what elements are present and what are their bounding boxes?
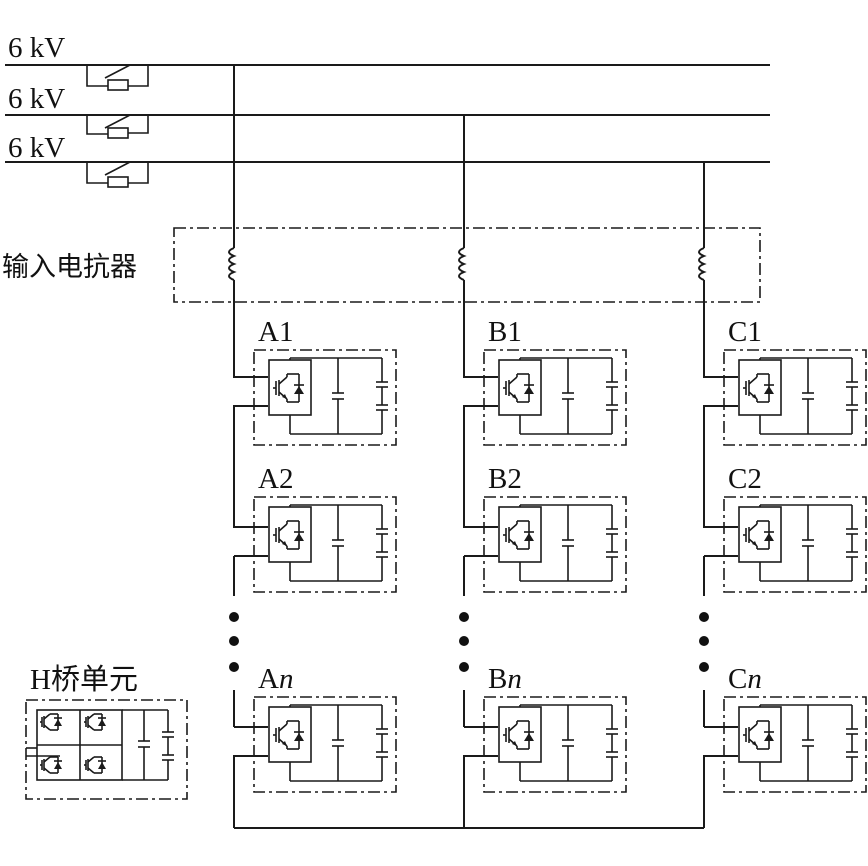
continuation-dots-a	[229, 612, 239, 672]
cell-label-cn: Cn	[728, 663, 762, 695]
cell-label-c1: C1	[728, 316, 762, 348]
input-reactor-box	[173, 227, 761, 303]
continuation-dots-b	[459, 612, 469, 672]
reactor-inductor-c	[698, 247, 707, 281]
cell-cn	[723, 696, 867, 793]
hbridge-legend-label: H桥单元	[30, 663, 138, 696]
bus-label-1: 6 kV	[8, 32, 65, 64]
cell-bn	[483, 696, 627, 793]
cell-b1	[483, 349, 627, 446]
cell-label-b1: B1	[488, 316, 522, 348]
cell-label-a2: A2	[258, 463, 293, 495]
bus-label-2: 6 kV	[8, 83, 65, 115]
reactor-inductor-a	[228, 247, 237, 281]
cell-label-a1: A1	[258, 316, 293, 348]
precharge-switch-1	[86, 64, 149, 91]
precharge-switch-3	[86, 161, 149, 188]
cell-c1	[723, 349, 867, 446]
cell-label-bn: Bn	[488, 663, 522, 695]
cell-label-an: An	[258, 663, 293, 695]
phase-a-chain	[233, 280, 268, 828]
input-reactor-label: 输入电抗器	[2, 252, 137, 283]
cell-a2	[253, 496, 397, 593]
cell-a1	[253, 349, 397, 446]
cell-c2	[723, 496, 867, 593]
cell-b2	[483, 496, 627, 593]
bus-label-3: 6 kV	[8, 132, 65, 164]
continuation-dots-c	[699, 612, 709, 672]
precharge-switch-2	[86, 114, 149, 139]
phase-c-chain	[703, 280, 738, 828]
hbridge-legend	[25, 699, 188, 800]
cell-label-b2: B2	[488, 463, 522, 495]
phase-b-chain	[463, 280, 498, 828]
reactor-inductor-b	[458, 247, 467, 281]
cell-an	[253, 696, 397, 793]
cell-label-c2: C2	[728, 463, 762, 495]
